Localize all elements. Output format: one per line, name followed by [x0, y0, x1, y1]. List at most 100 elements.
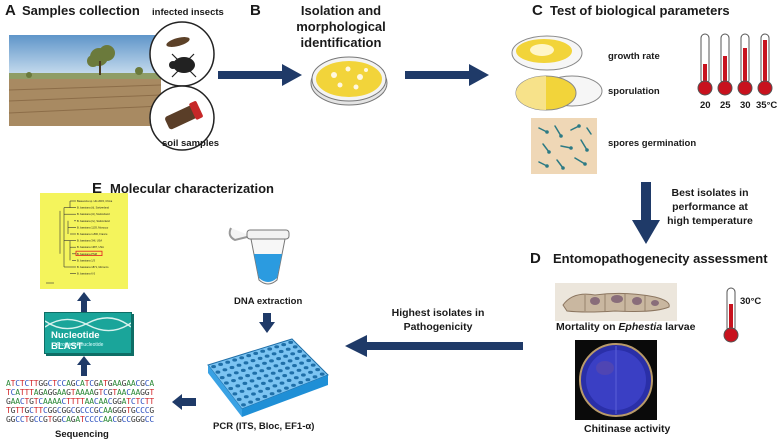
pcr-well	[252, 371, 258, 375]
pcr-well	[279, 381, 285, 385]
mortality-label: Mortality on Ephestia larvae	[556, 321, 695, 333]
c-to-d-caption: Best isolates in performance at high tem…	[660, 186, 760, 228]
arrow-b-to-c	[405, 64, 489, 86]
pcr-well	[303, 366, 309, 370]
section-b-title: Isolation and morphological identificati…	[262, 3, 420, 51]
pcr-well	[245, 374, 250, 378]
pcr-well	[282, 374, 288, 378]
infected-insects-circle	[149, 21, 215, 87]
pcr-well	[224, 381, 229, 385]
pcr-well	[287, 359, 293, 363]
pcr-label: PCR (ITS, Bloc, EF1-α)	[213, 421, 315, 432]
pcr-well	[239, 389, 245, 393]
pcr-well	[215, 370, 221, 374]
section-d-letter: D	[530, 250, 541, 267]
arrow-d-to-e	[345, 335, 523, 357]
petri-dish-b	[310, 56, 388, 106]
section-d-title: Entomopathogenecity assessment	[553, 251, 768, 266]
growth-rate-label: growth rate	[608, 51, 660, 62]
pcr-well	[253, 384, 259, 388]
temp-label-35: 35°C	[756, 100, 777, 111]
pcr-well	[222, 368, 228, 372]
pcr-well	[218, 362, 223, 366]
pcr-well	[228, 386, 234, 391]
sequence-line: TCATTTAGAGGAAGTAAAAGTCGTAACAAGGT	[6, 388, 154, 397]
pcr-well	[225, 360, 231, 364]
tree-leaf-label: B. bassiana 1387, USA	[77, 245, 104, 249]
mortality-suffix: larvae	[662, 321, 696, 333]
pcr-well	[299, 361, 304, 365]
thermometers-group	[697, 33, 773, 96]
pcr-well	[301, 373, 306, 377]
section-b-title-line2: identification	[300, 35, 382, 50]
pcr-well	[266, 366, 272, 370]
d-to-e-caption-line1: Highest isolates in	[391, 307, 485, 319]
pcr-well	[275, 376, 280, 380]
section-e-letter: E	[92, 180, 103, 197]
pcr-well	[292, 345, 298, 349]
pcr-well	[243, 361, 249, 365]
pcr-well	[277, 369, 283, 373]
pcr-well	[284, 386, 289, 390]
mortality-species: Ephestia	[618, 321, 663, 333]
infected-insects-label: infected insects	[152, 7, 224, 18]
ephestia-larva-image	[555, 283, 677, 321]
pcr-well	[261, 381, 266, 385]
pcr-well	[293, 376, 299, 380]
pcr-well	[276, 357, 281, 361]
field-photo	[8, 35, 162, 126]
section-c-title: Test of biological parameters	[550, 3, 730, 18]
sporulation-label: sporulation	[608, 86, 660, 97]
pcr-well	[265, 387, 271, 391]
pcr-well	[219, 376, 225, 380]
blast-title: Nucleotide BLAST	[51, 330, 100, 352]
pcr-well	[288, 340, 294, 344]
pcr-well	[270, 371, 276, 375]
spores-germination-image	[531, 118, 597, 174]
pcr-well	[269, 392, 275, 396]
temp-label-20: 20	[700, 100, 711, 111]
pcr-well	[306, 358, 312, 363]
pcr-well	[298, 380, 304, 385]
pcr-well	[249, 379, 255, 383]
pcr-well	[290, 352, 296, 356]
thermometer-30	[737, 33, 753, 96]
petri-dish-sporulation	[515, 75, 603, 111]
pcr-well	[250, 359, 256, 363]
pcr-well	[280, 361, 286, 365]
highlighted-isolate-box	[75, 250, 103, 257]
pcr-well	[305, 378, 311, 382]
pcr-well	[319, 372, 325, 376]
pcr-well	[262, 394, 268, 399]
tree-leaf-label: B. bassiana PSM	[77, 252, 97, 256]
temp-label-30: 30	[740, 100, 751, 111]
blast-subtitle: Proteins ▸ nucleotide	[57, 342, 104, 348]
pcr-plate	[207, 338, 329, 417]
pcr-well	[236, 397, 242, 401]
pcr-well	[286, 378, 292, 382]
pcr-well	[253, 351, 259, 355]
soil-samples-circle	[149, 85, 215, 151]
thermometer-25	[717, 33, 733, 96]
thermometer-20	[697, 33, 713, 96]
pcr-well	[285, 366, 290, 370]
c-to-d-caption-line1: Best isolates in	[671, 187, 749, 199]
pcr-well	[291, 383, 296, 387]
pcr-well	[281, 343, 287, 347]
pcr-well	[241, 403, 246, 407]
pcr-well	[272, 384, 278, 388]
pcr-well	[211, 365, 216, 369]
sequence-line: GGCCTGCCGTGGCAGATCCCCAACGCCGGGCC	[6, 415, 154, 424]
section-b-title-line1: Isolation and morphological	[296, 3, 386, 34]
pcr-well	[248, 400, 253, 404]
sequence-line: ATCTCTTGGCTCCAGCATCGATGAAGAACGCA	[6, 379, 154, 388]
pcr-well	[242, 381, 248, 385]
temp-label-25: 25	[720, 100, 731, 111]
section-c-letter: C	[532, 2, 543, 19]
arrow-c-to-d	[632, 182, 660, 244]
pcr-well	[240, 368, 246, 372]
pcr-well	[239, 356, 245, 360]
pcr-well	[235, 384, 241, 388]
petri-dish-growth	[511, 35, 583, 71]
tree-leaf-label: B. bassiana 3HI, USA	[77, 239, 102, 243]
